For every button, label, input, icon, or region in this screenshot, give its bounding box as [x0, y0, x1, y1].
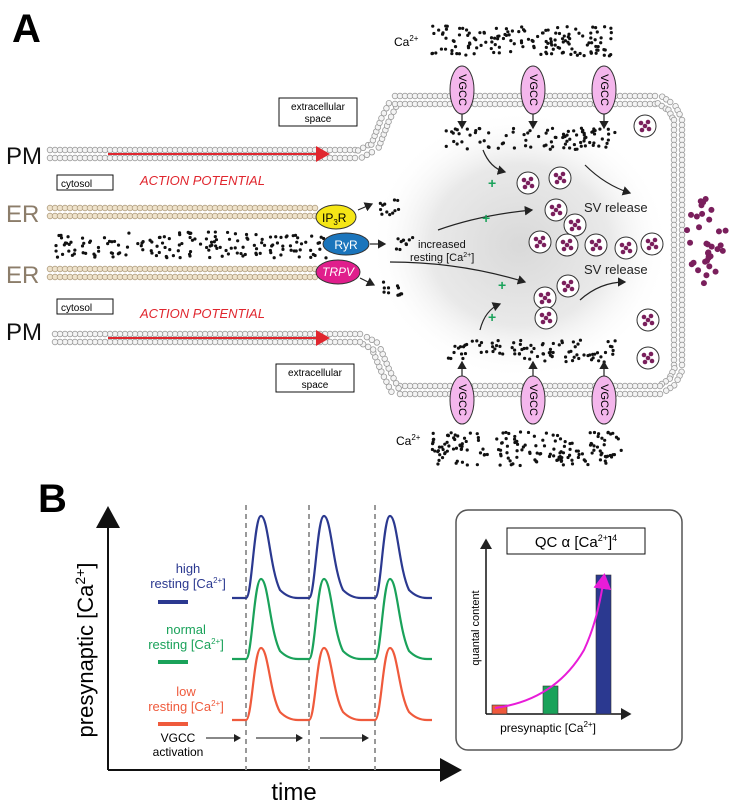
trpv-channel	[315, 259, 361, 285]
released-neurotransmitter	[708, 206, 715, 213]
pm-label-top: PM	[6, 143, 42, 170]
ryr-label: RyR	[334, 238, 358, 252]
inset-y-label: quantal content	[470, 590, 482, 665]
ca-label-top: Ca2+	[394, 34, 419, 49]
action-potential-label-top: ACTION POTENTIAL	[139, 173, 265, 188]
ip3r-label: IP3R	[322, 211, 347, 227]
terminal-glow	[370, 110, 670, 380]
released-neurotransmitter	[715, 228, 722, 235]
panel-a-label: A	[12, 7, 41, 51]
released-neurotransmitter	[688, 211, 695, 218]
released-neurotransmitter	[722, 227, 729, 234]
normal-resting-trace	[232, 577, 432, 661]
inset-box	[455, 509, 683, 751]
released-neurotransmitter	[699, 210, 706, 217]
inset-bar-low	[491, 704, 508, 715]
calcium-dots	[54, 24, 623, 468]
inset-x-label: presynaptic [Ca2+]	[500, 720, 596, 735]
released-neurotransmitter	[693, 213, 700, 220]
released-neurotransmitter	[719, 247, 726, 254]
pm-label-bottom: PM	[6, 319, 42, 346]
released-neurotransmitter	[703, 272, 710, 279]
inset-bar-high	[595, 574, 612, 715]
synaptic-vesicles	[516, 114, 729, 370]
inset-curve	[494, 573, 612, 709]
vgcc-activation-lines	[245, 505, 376, 770]
y-axis-label: presynaptic [Ca2+]	[72, 563, 98, 738]
inset-title: QC α [Ca2+]4	[535, 533, 617, 551]
panel-b-label: B	[38, 477, 67, 521]
released-neurotransmitter	[705, 254, 712, 261]
released-neurotransmitter	[702, 258, 709, 265]
ip3r-channel	[315, 204, 357, 230]
sv-release-label-1: SV release	[584, 200, 648, 215]
cytosol-label-bottom: cytosol	[61, 303, 92, 314]
vgcc-label: VGCC	[598, 384, 610, 416]
inset-bar-normal	[542, 685, 559, 715]
trpv-label: TRPV	[322, 265, 355, 279]
er-label-bottom: ER	[6, 262, 39, 289]
vgcc-label: VGCC	[456, 384, 468, 416]
released-neurotransmitter	[700, 280, 707, 287]
released-neurotransmitter	[687, 239, 694, 246]
ryr-channel	[322, 232, 370, 256]
released-neurotransmitter	[696, 224, 703, 231]
released-neurotransmitter	[688, 261, 695, 268]
ca-label-bottom: Ca2+	[396, 433, 421, 448]
plus-sign-2: +	[482, 210, 490, 226]
released-neurotransmitter	[702, 196, 709, 203]
x-axis-label: time	[271, 779, 316, 806]
cytosol-label-top: cytosol	[61, 179, 92, 190]
vgcc-label: VGCC	[527, 74, 539, 106]
released-neurotransmitter	[684, 227, 691, 234]
vgcc-label: VGCC	[456, 74, 468, 106]
high-resting-trace	[232, 514, 432, 600]
released-neurotransmitter	[712, 268, 719, 275]
vgcc-channels: VGCC VGCC VGCC VGCC VGCC VGCC	[449, 65, 617, 425]
released-neurotransmitter	[695, 267, 702, 274]
low-resting-trace	[232, 646, 432, 722]
plus-sign-3: +	[498, 277, 506, 293]
released-neurotransmitter	[706, 216, 713, 223]
released-neurotransmitter	[698, 202, 705, 209]
action-potential-label-bottom: ACTION POTENTIAL	[139, 306, 265, 321]
calcium-traces	[232, 514, 432, 722]
er-label-top: ER	[6, 201, 39, 228]
sv-release-label-2: SV release	[584, 262, 648, 277]
released-neurotransmitter	[708, 243, 715, 250]
vgcc-label: VGCC	[598, 74, 610, 106]
released-neurotransmitter	[706, 263, 713, 270]
plus-sign-4: +	[488, 309, 496, 325]
plus-sign-1: +	[488, 175, 496, 191]
released-neurotransmitter	[717, 242, 724, 249]
vgcc-label: VGCC	[527, 384, 539, 416]
